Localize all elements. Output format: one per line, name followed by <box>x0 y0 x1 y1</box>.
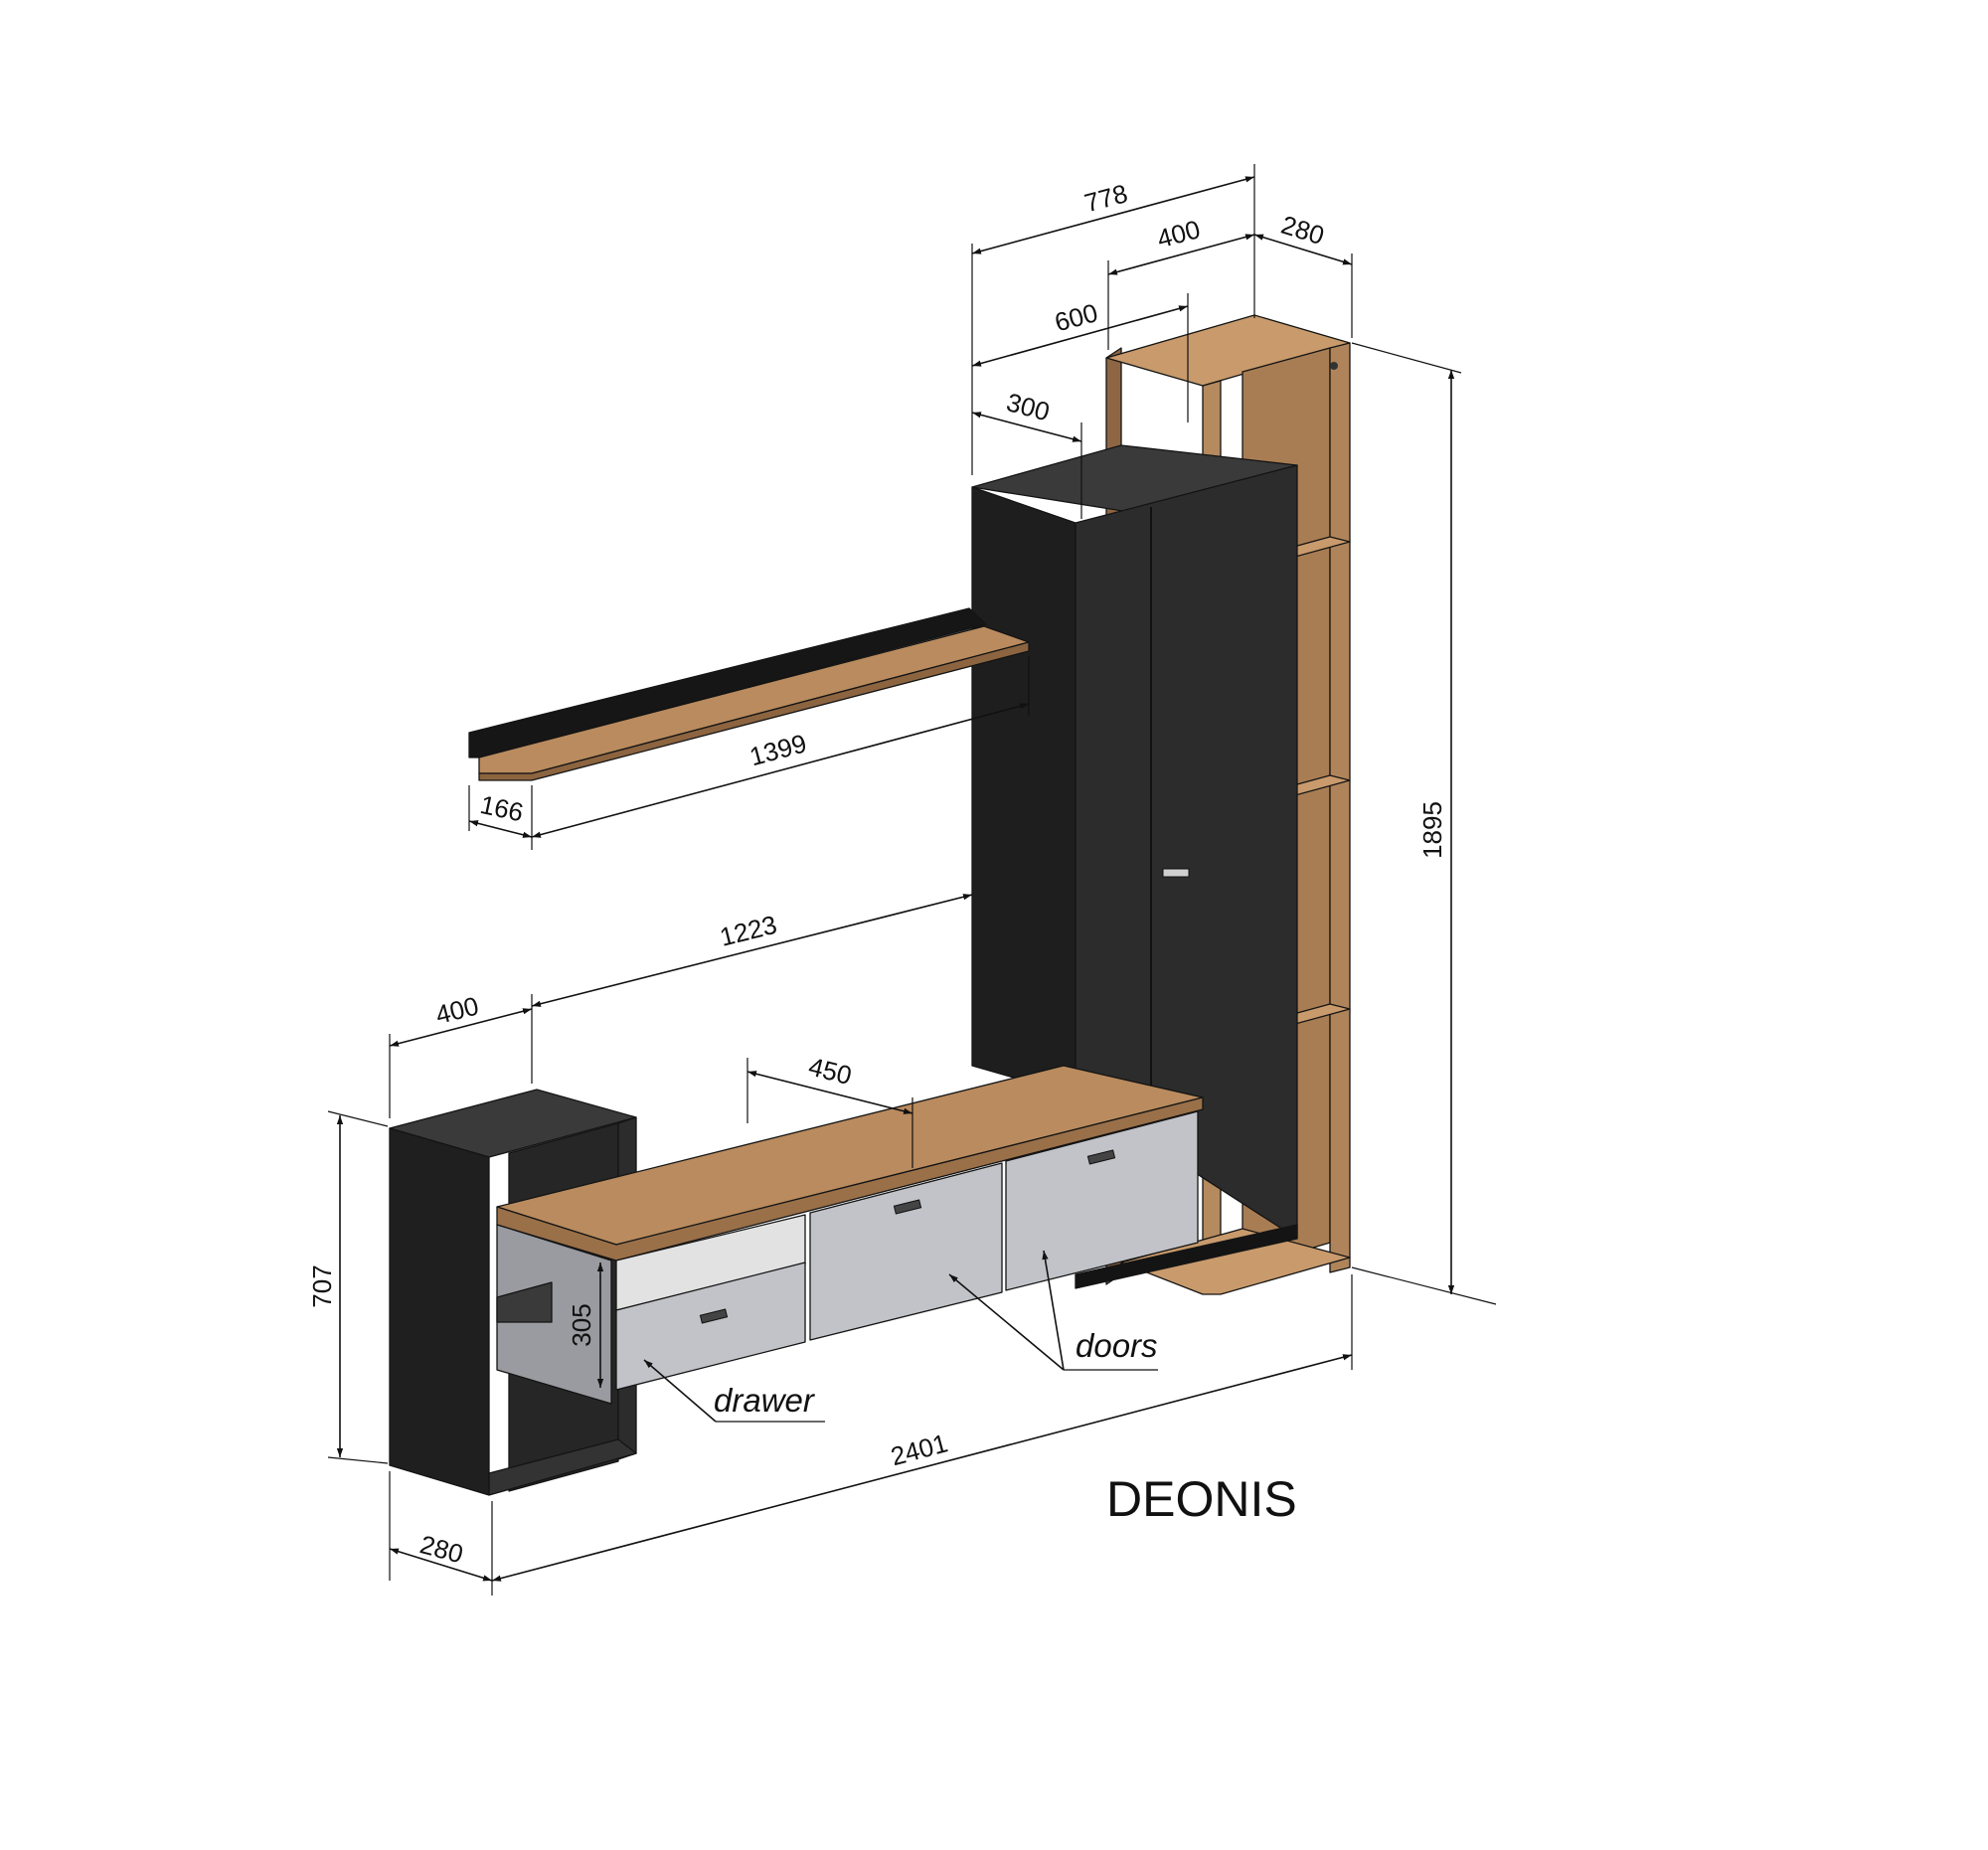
dim-2401: 2401 <box>888 1428 951 1471</box>
dim-300: 300 <box>1003 387 1053 426</box>
product-title: DEONIS <box>1106 1471 1297 1527</box>
callouts: drawer doors <box>643 1250 1158 1423</box>
dim-707: 707 <box>307 1264 337 1307</box>
dimension-lines <box>327 164 1497 1596</box>
door-right-handle <box>1086 1149 1116 1165</box>
wardrobe-handle <box>1162 868 1190 878</box>
dim-600: 600 <box>1052 297 1101 337</box>
dim-1895: 1895 <box>1417 801 1447 859</box>
wardrobe-plinth <box>1075 1224 1298 1289</box>
dim-166: 166 <box>478 789 527 827</box>
dim-305: 305 <box>567 1303 596 1346</box>
dim-450: 450 <box>805 1051 854 1091</box>
wardrobe-side <box>971 486 1077 1096</box>
dim-400-top: 400 <box>1154 214 1204 253</box>
door-right <box>1005 1110 1199 1291</box>
cube-left-side <box>389 1127 490 1496</box>
base-inner-shelf <box>496 1281 553 1323</box>
door-left <box>809 1162 1003 1341</box>
bookcase-screw <box>1330 362 1338 370</box>
dim-280-bottom: 280 <box>416 1529 466 1569</box>
bookcase-bottom <box>1120 1228 1351 1295</box>
drawer-label: drawer <box>714 1382 816 1419</box>
doors-label: doors <box>1076 1327 1158 1364</box>
bookcase-right-post <box>1329 342 1351 1273</box>
drawer-handle <box>699 1308 729 1324</box>
door-left-handle <box>893 1199 922 1215</box>
